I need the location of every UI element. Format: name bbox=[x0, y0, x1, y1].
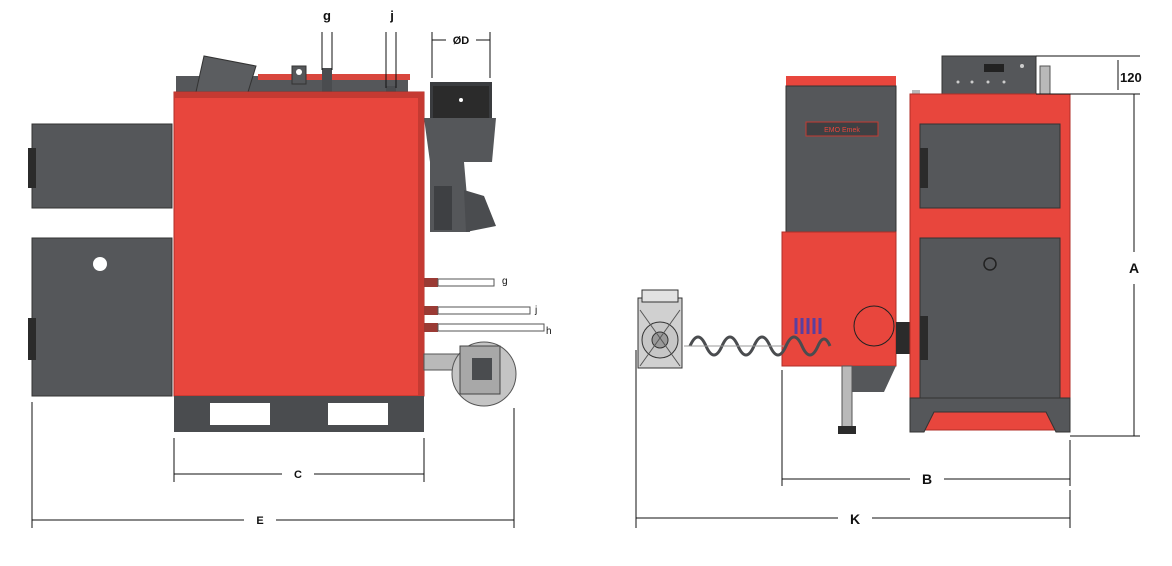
dim-diameter: ØD bbox=[453, 35, 470, 47]
pipe-j-side bbox=[424, 306, 438, 315]
pipe-g-top bbox=[322, 68, 332, 94]
dim-top-height: 120 bbox=[1120, 70, 1142, 85]
burner-port bbox=[853, 305, 895, 347]
pipe-g-side bbox=[424, 278, 438, 287]
hopper-brand-label: EMO Emek bbox=[824, 127, 860, 134]
dim-c: C bbox=[294, 469, 302, 481]
front-upper-door bbox=[919, 123, 1061, 209]
pellet-hopper bbox=[786, 76, 896, 86]
pipe-j-top bbox=[386, 86, 396, 94]
dim-h-side: h bbox=[546, 326, 552, 337]
front-view: EMO Emek bbox=[635, 55, 1142, 528]
upper-door bbox=[31, 123, 173, 209]
dim-g-top: g bbox=[323, 8, 331, 23]
dim-g-side: g bbox=[502, 276, 508, 287]
flue-box bbox=[424, 118, 496, 162]
dim-k: K bbox=[850, 511, 860, 527]
front-legs bbox=[909, 397, 1071, 433]
dim-a: A bbox=[1129, 260, 1139, 276]
side-view: g j ØD g j h C E bbox=[28, 8, 552, 528]
front-peephole bbox=[983, 257, 997, 271]
dim-j-side: j bbox=[534, 305, 537, 316]
dim-b: B bbox=[922, 471, 932, 487]
front-lower-door bbox=[919, 237, 1061, 399]
top-hatch bbox=[195, 55, 257, 93]
control-panel bbox=[941, 55, 1037, 95]
boiler-body bbox=[173, 91, 425, 397]
auger-screw bbox=[688, 335, 832, 357]
dim-e: E bbox=[256, 515, 263, 527]
door-peephole bbox=[93, 257, 107, 271]
dim-j-top: j bbox=[389, 8, 394, 23]
pipe-h-side bbox=[424, 323, 438, 332]
